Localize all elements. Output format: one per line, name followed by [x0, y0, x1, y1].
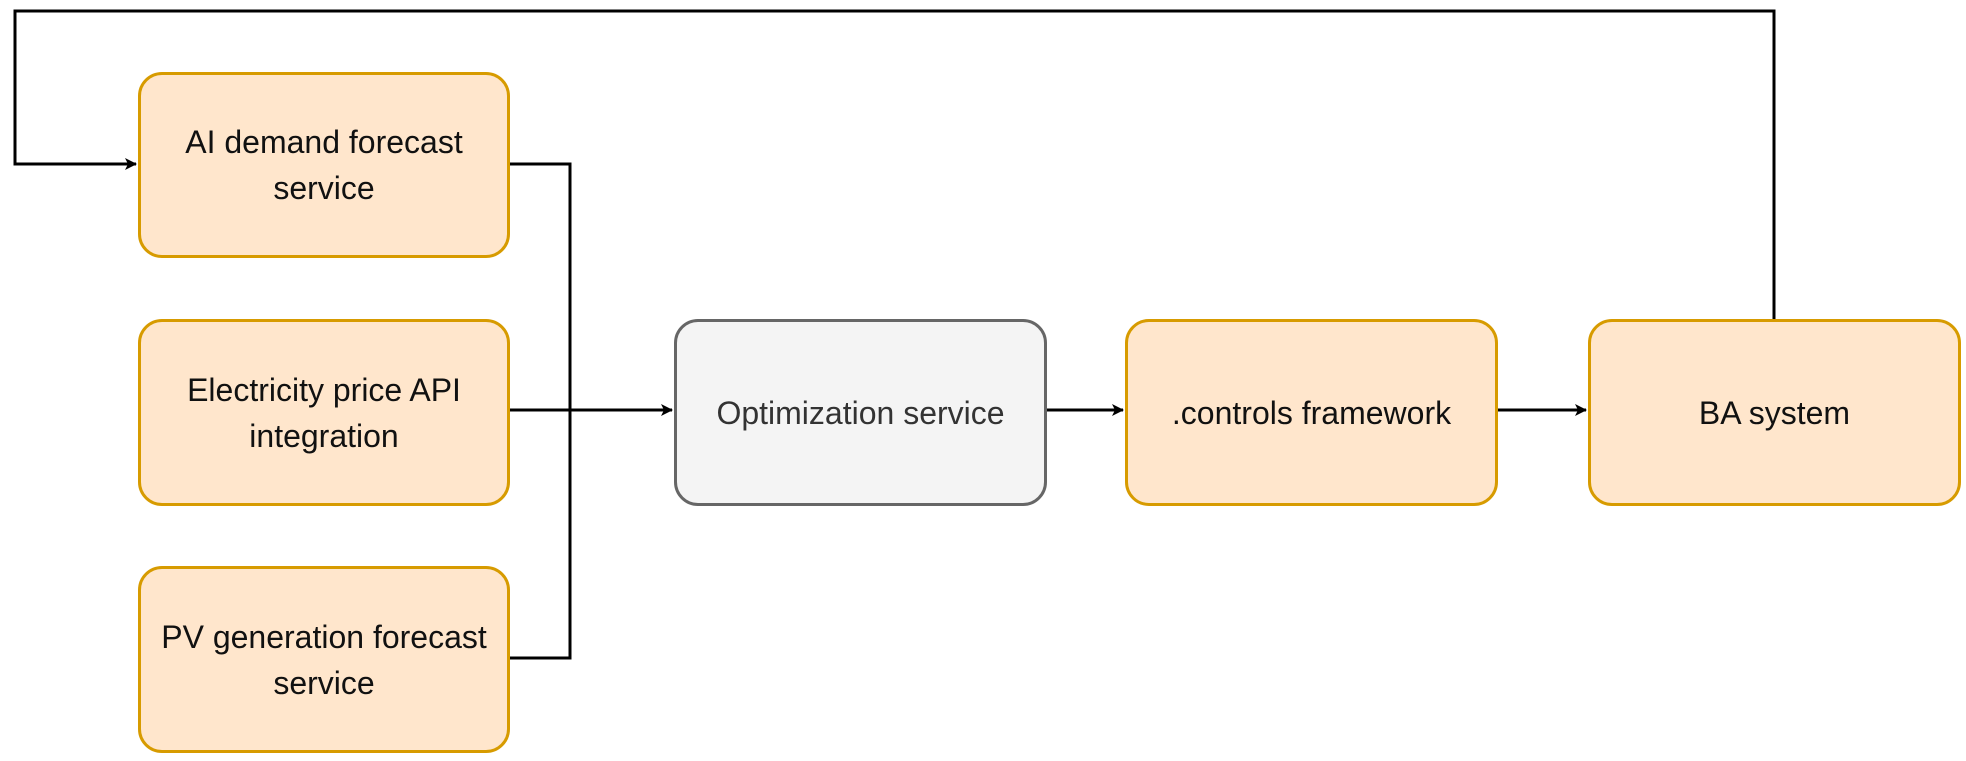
node-ba-system-label: BA system — [1698, 394, 1851, 431]
node-controls-framework[interactable]: .controls framework — [1125, 319, 1498, 506]
node-ai-demand-forecast[interactable]: AI demand forecast service — [138, 72, 510, 258]
node-pv-generation-forecast[interactable]: PV generation forecast service — [138, 566, 510, 753]
edge-pv-to-bus — [510, 410, 572, 660]
node-optimization-service-label: Optimization service — [716, 394, 1005, 431]
node-ai-demand-forecast-label: AI demand forecast service — [185, 124, 463, 206]
node-optimization-service[interactable]: Optimization service — [674, 319, 1047, 506]
edge-ai-demand-to-bus — [510, 162, 572, 410]
edge-ba-feedback-to-ai-demand — [13, 9, 1776, 319]
node-electricity-price-api[interactable]: Electricity price API integration — [138, 319, 510, 506]
node-ba-system[interactable]: BA system — [1588, 319, 1961, 506]
node-electricity-price-api-label: Electricity price API integration — [187, 371, 461, 454]
node-controls-framework-label: .controls framework — [1171, 394, 1452, 431]
node-pv-generation-forecast-label: PV generation forecast service — [161, 618, 487, 701]
